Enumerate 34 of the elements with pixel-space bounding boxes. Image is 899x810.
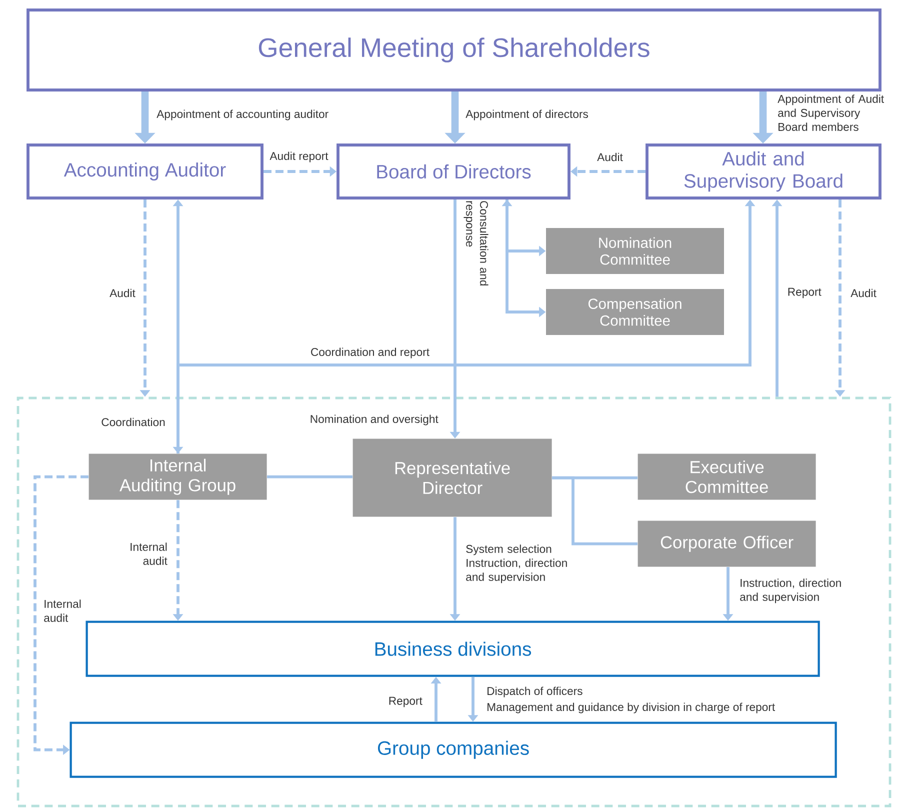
committee-box: Nomination Committee <box>546 228 724 274</box>
org-box: Board of Directors <box>336 144 570 200</box>
edge-label: Audit <box>597 152 623 162</box>
committee-box: Internal Auditing Group <box>88 454 267 500</box>
edge-label: System selection Instruction, direction and supervision <box>466 544 567 584</box>
edge-label: Audit <box>850 288 876 298</box>
edge-label: Appointment of Audit and Supervisory Board members <box>778 94 884 131</box>
edge-label: Internal audit <box>44 600 81 622</box>
org-box: General Meeting of Shareholders <box>26 8 882 92</box>
org-box: Accounting Auditor <box>26 144 264 200</box>
edge-label: Audit report <box>270 152 328 162</box>
connector-line <box>267 475 353 478</box>
connector-line <box>552 476 638 546</box>
edge-label: Coordination <box>102 418 165 426</box>
committee-box: Executive Committee <box>638 454 816 500</box>
org-box: Audit and Supervisory Board <box>646 144 882 200</box>
edge-label: Appointment of accounting auditor <box>156 110 328 120</box>
committee-box: Representative Director <box>352 438 552 517</box>
edge-label: Dispatch of officers <box>488 686 582 698</box>
edge-label: Consultation and response <box>464 201 488 286</box>
edge-label: Report <box>788 288 822 298</box>
unit-box: Group companies <box>70 722 837 778</box>
committee-box: Compensation Committee <box>546 289 724 335</box>
edge-label: Coordination and report <box>311 348 430 358</box>
edge-label: Audit <box>110 288 136 298</box>
group-boundary <box>16 396 892 808</box>
edge-label: Appointment of directors <box>466 110 588 120</box>
committee-box: Corporate Officer <box>638 520 816 567</box>
edge-label: Internal audit <box>130 542 168 565</box>
edge-label: Instruction, direction and supervision <box>740 578 841 604</box>
unit-box: Business divisions <box>86 620 820 677</box>
note-text: Management and guidance by division in charge of report <box>488 702 776 714</box>
edge-label: Report <box>389 696 422 708</box>
edge-label: Nomination and oversight <box>310 414 438 426</box>
